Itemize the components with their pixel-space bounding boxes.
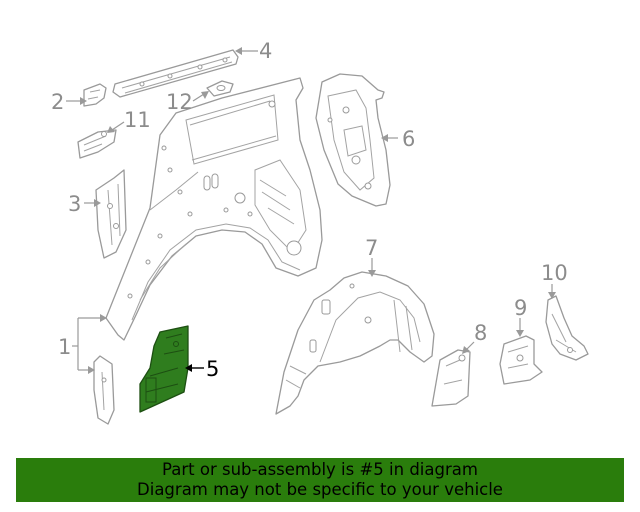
callout-7: 7 (365, 236, 378, 260)
banner-line-1: Part or sub-assembly is #5 in diagram (162, 460, 478, 479)
callout-10: 10 (541, 261, 568, 285)
part-3-reinforcement (95, 169, 127, 259)
callout-12: 12 (166, 90, 193, 114)
part-9-bracket (499, 335, 543, 385)
callout-6: 6 (402, 127, 415, 151)
part-1-inner-panel (105, 77, 323, 341)
parts-diagram: 4 2 12 11 3 6 7 1 5 8 9 10 (51, 39, 589, 425)
callout-2: 2 (51, 90, 64, 114)
part-10-bracket (545, 295, 589, 361)
notice-banner: Part or sub-assembly is #5 in diagram Di… (16, 458, 624, 502)
callout-8: 8 (474, 321, 487, 345)
callout-3: 3 (68, 192, 81, 216)
part-6-rear-panel (315, 73, 391, 207)
callout-1: 1 (58, 335, 71, 359)
part-1-lower-bracket (93, 355, 115, 425)
part-7-wheelhouse (275, 271, 435, 415)
leader-lines (66, 47, 556, 374)
callout-11: 11 (124, 108, 151, 132)
part-8-bracket (431, 349, 471, 407)
callout-5: 5 (206, 357, 219, 381)
part-5-highlighted-panel (139, 325, 189, 413)
callout-9: 9 (514, 296, 527, 320)
part-11-bracket (77, 129, 117, 159)
part-2-bracket (83, 83, 107, 107)
callout-4: 4 (259, 39, 272, 63)
banner-line-2: Diagram may not be specific to your vehi… (137, 480, 503, 499)
part-12-clip (206, 80, 234, 97)
part-4-roof-rail (112, 49, 239, 98)
callout-labels: 4 2 12 11 3 6 7 1 5 8 9 10 (51, 39, 568, 381)
